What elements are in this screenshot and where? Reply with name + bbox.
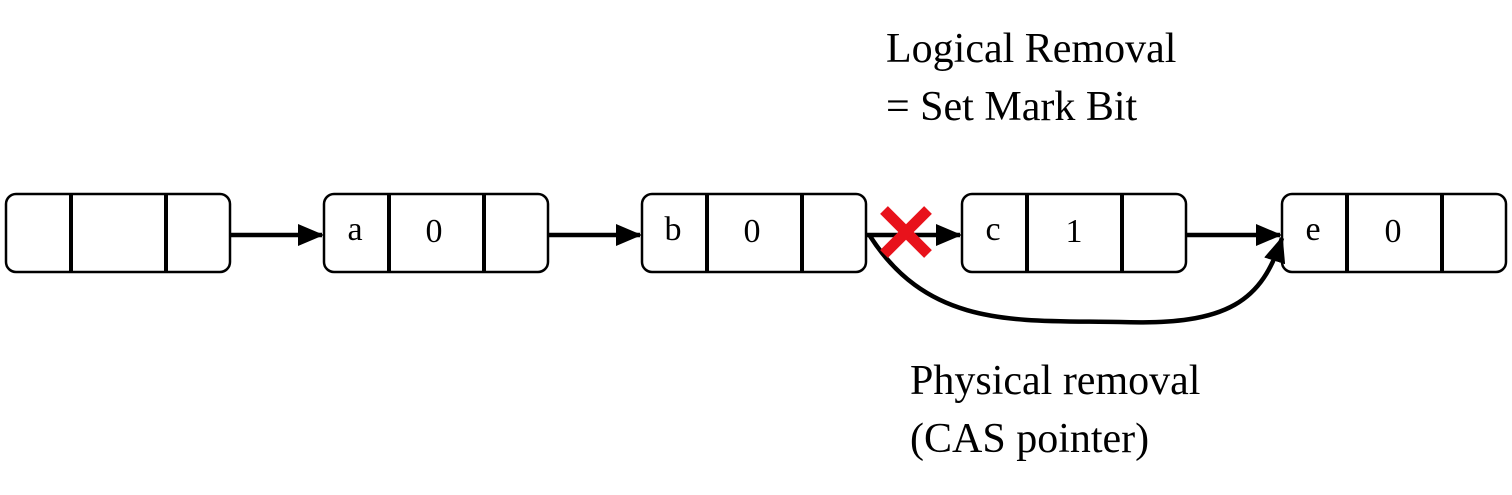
- list-node-b: b 0: [640, 192, 868, 274]
- node-mark-bit: 0: [426, 213, 443, 250]
- node-key: b: [665, 211, 682, 248]
- node-key: e: [1305, 211, 1320, 248]
- cross-mark-icon: [880, 206, 932, 258]
- node-mark-bit: 0: [744, 213, 761, 250]
- node-key: c: [985, 211, 1000, 248]
- node-key: a: [347, 211, 362, 248]
- node-box: [1280, 192, 1508, 274]
- node-mark-bit: 0: [1385, 213, 1402, 250]
- list-node-head: [4, 192, 232, 274]
- physical-removal-arrow: [868, 234, 1286, 325]
- list-node-c: c 1: [960, 192, 1188, 274]
- list-node-e: e 0: [1280, 192, 1508, 274]
- physical-removal-title: Physical removal: [910, 358, 1200, 404]
- list-node-a: a 0: [322, 192, 550, 274]
- physical-removal-subtitle: (CAS pointer): [910, 416, 1149, 462]
- node-box: [4, 192, 232, 274]
- logical-removal-title: Logical Removal: [886, 26, 1176, 72]
- logical-removal-subtitle: = Set Mark Bit: [886, 84, 1138, 130]
- node-mark-bit: 1: [1066, 213, 1083, 250]
